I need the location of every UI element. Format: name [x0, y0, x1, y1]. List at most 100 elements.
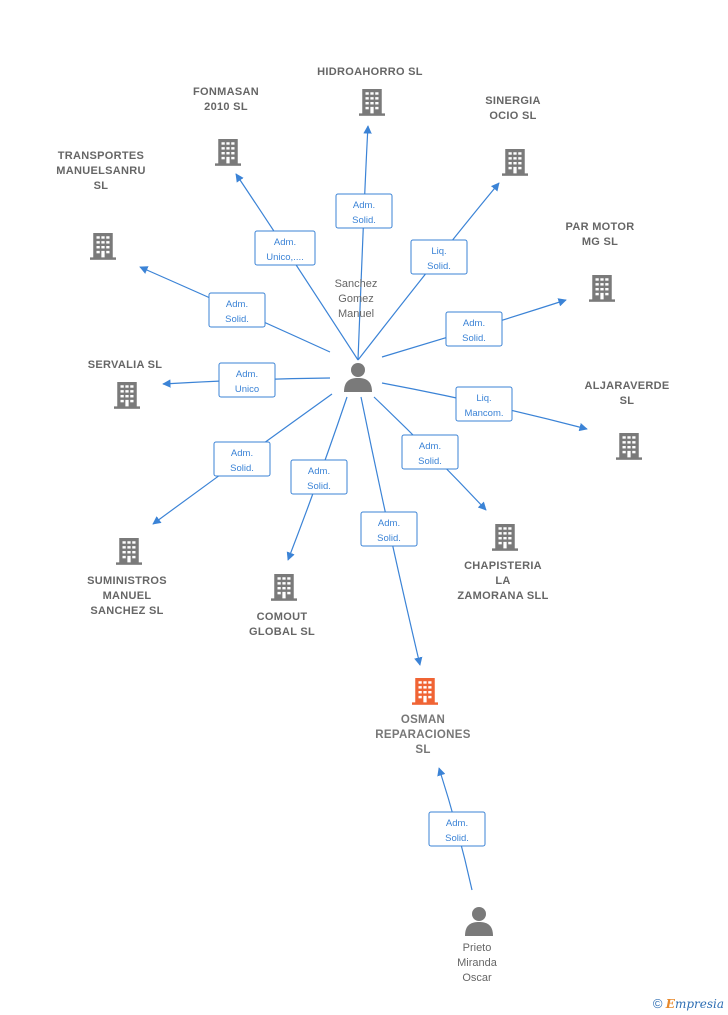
parmotor-label-line: MG SL [582, 236, 618, 248]
edge-label-box [410, 239, 468, 275]
osman-label-line: OSMAN [401, 714, 445, 726]
prieto-label-line: Miranda [457, 957, 498, 969]
building-icon [412, 678, 438, 705]
chapisteria-label-line: CHAPISTERIA [464, 560, 542, 572]
company-node-parmotor[interactable]: PAR MOTOR MG SL [566, 221, 635, 302]
edge-label-text: Adm. [308, 466, 330, 477]
brand-initial: E [665, 997, 675, 1011]
edge-label-box [254, 230, 316, 266]
building-icon [492, 524, 518, 551]
building-icon [359, 89, 385, 116]
company-node-osman[interactable]: OSMAN REPARACIONES SL [375, 678, 470, 756]
fonmasan-label-line: FONMASAN [193, 86, 259, 98]
prieto-label-line: Oscar [462, 972, 492, 984]
edge-line-sanchez-to-hidroahorro [357, 125, 372, 361]
transportes-label-line: TRANSPORTES [58, 150, 144, 162]
person-icon [465, 907, 493, 936]
sanchez-label-line: Gomez [338, 293, 373, 305]
edge-label-text: Unico [235, 384, 259, 395]
edge-label-text: Adm. [353, 200, 375, 211]
brand-footer: © Empresia [653, 996, 724, 1011]
suministros-label-line: MANUEL [103, 590, 152, 602]
company-node-transportes[interactable]: TRANSPORTES MANUELSANRU SL [56, 150, 145, 260]
edge-label-text: Mancom. [464, 408, 503, 419]
edge-label-sanchez-to-sinergia[interactable]: Liq.Solid. [410, 239, 468, 275]
edge-label-prieto-to-osman[interactable]: Adm.Solid. [428, 811, 486, 847]
edge-label-text: Solid. [427, 261, 451, 272]
edge-label-text: Liq. [476, 393, 491, 404]
transportes-label-line: MANUELSANRU [56, 165, 145, 177]
building-icon [215, 139, 241, 166]
edge-label-sanchez-to-transportes[interactable]: Adm. Solid. [208, 292, 266, 328]
edge-label-sanchez-to-fonmasan[interactable]: Adm. Unico,.... [254, 230, 316, 266]
building-icon [502, 149, 528, 176]
edge-label-text: Solid. [307, 481, 331, 492]
company-node-suministros[interactable]: SUMINISTROS MANUEL SANCHEZ SL [87, 538, 167, 617]
edge-label-sanchez-to-aljaraverde[interactable]: Liq. Mancom. [455, 386, 513, 422]
sanchez-label-line: Manuel [338, 308, 374, 320]
chapisteria-label-line: ZAMORANA SLL [457, 590, 548, 602]
person-icon [344, 363, 372, 392]
suministros-label-line: SUMINISTROS [87, 575, 167, 587]
edge-label-box [455, 386, 513, 422]
edge-label-sanchez-to-hidroahorro[interactable]: Adm. Solid. [335, 193, 393, 229]
edge-label-sanchez-to-parmotor[interactable]: Adm.Solid. [445, 311, 503, 347]
edge-label-text: Unico,.... [266, 252, 304, 263]
company-node-comout[interactable]: COMOUT GLOBAL SL [249, 574, 315, 638]
edge-label-box [208, 292, 266, 328]
edge-label-text: Solid. [352, 215, 376, 226]
sinergia-label-line: OCIO SL [489, 110, 536, 122]
edge-label-text: Adm. [226, 299, 248, 310]
company-node-servalia[interactable]: SERVALIA SL [88, 359, 163, 409]
building-icon [90, 233, 116, 260]
aljaraverde-label-line: SL [620, 395, 635, 407]
osman-label-line: SL [415, 744, 430, 756]
building-icon [616, 433, 642, 460]
edge-label-box [335, 193, 393, 229]
comout-label-line: COMOUT [257, 611, 308, 623]
edge-label-text: Solid. [418, 456, 442, 467]
edge-label-text: Adm. [274, 237, 296, 248]
edge-label-text: Solid. [230, 463, 254, 474]
edge-label-box [360, 511, 418, 547]
edge-label-box [445, 311, 503, 347]
edge-label-sanchez-to-servalia[interactable]: Adm.Unico [218, 362, 276, 398]
transportes-label-line: SL [94, 180, 109, 192]
building-icon [114, 382, 140, 409]
edge-label-text: Solid. [225, 314, 249, 325]
building-icon [271, 574, 297, 601]
edge-label-box [428, 811, 486, 847]
osman-label-line: REPARACIONES [375, 729, 470, 741]
edge-label-text: Adm. [231, 448, 253, 459]
company-node-chapisteria[interactable]: CHAPISTERIA LA ZAMORANA SLL [457, 524, 548, 602]
copyright-symbol: © [652, 996, 663, 1011]
edge-label-text: Solid. [377, 533, 401, 544]
edge-label-sanchez-to-chapisteria[interactable]: Adm.Solid. [401, 434, 459, 470]
edge-label-sanchez-to-comout[interactable]: Adm. Solid. [290, 459, 348, 495]
edge-label-box [218, 362, 276, 398]
edge-label-text: Adm. [378, 518, 400, 529]
edge-label-sanchez-to-suministros[interactable]: Adm. Solid. [213, 441, 271, 477]
brand-name: mpresia [674, 997, 724, 1011]
edge-label-text: Solid. [445, 833, 469, 844]
servalia-label-line: SERVALIA SL [88, 359, 163, 371]
edge-label-text: Adm. [463, 318, 485, 329]
sanchez-label-line: Sanchez [335, 278, 378, 290]
comout-label-line: GLOBAL SL [249, 626, 315, 638]
suministros-label-line: SANCHEZ SL [90, 605, 163, 617]
parmotor-label-line: PAR MOTOR [566, 221, 635, 233]
chapisteria-label-line: LA [495, 575, 510, 587]
hidroahorro-label-line: HIDROAHORRO SL [317, 66, 423, 78]
company-node-hidroahorro[interactable]: HIDROAHORRO SL [317, 66, 423, 116]
building-icon [116, 538, 142, 565]
edge-label-box [401, 434, 459, 470]
edge-label-box [290, 459, 348, 495]
edge-label-sanchez-to-osman[interactable]: Adm. Solid. [360, 511, 418, 547]
prieto-label-line: Prieto [463, 942, 492, 954]
